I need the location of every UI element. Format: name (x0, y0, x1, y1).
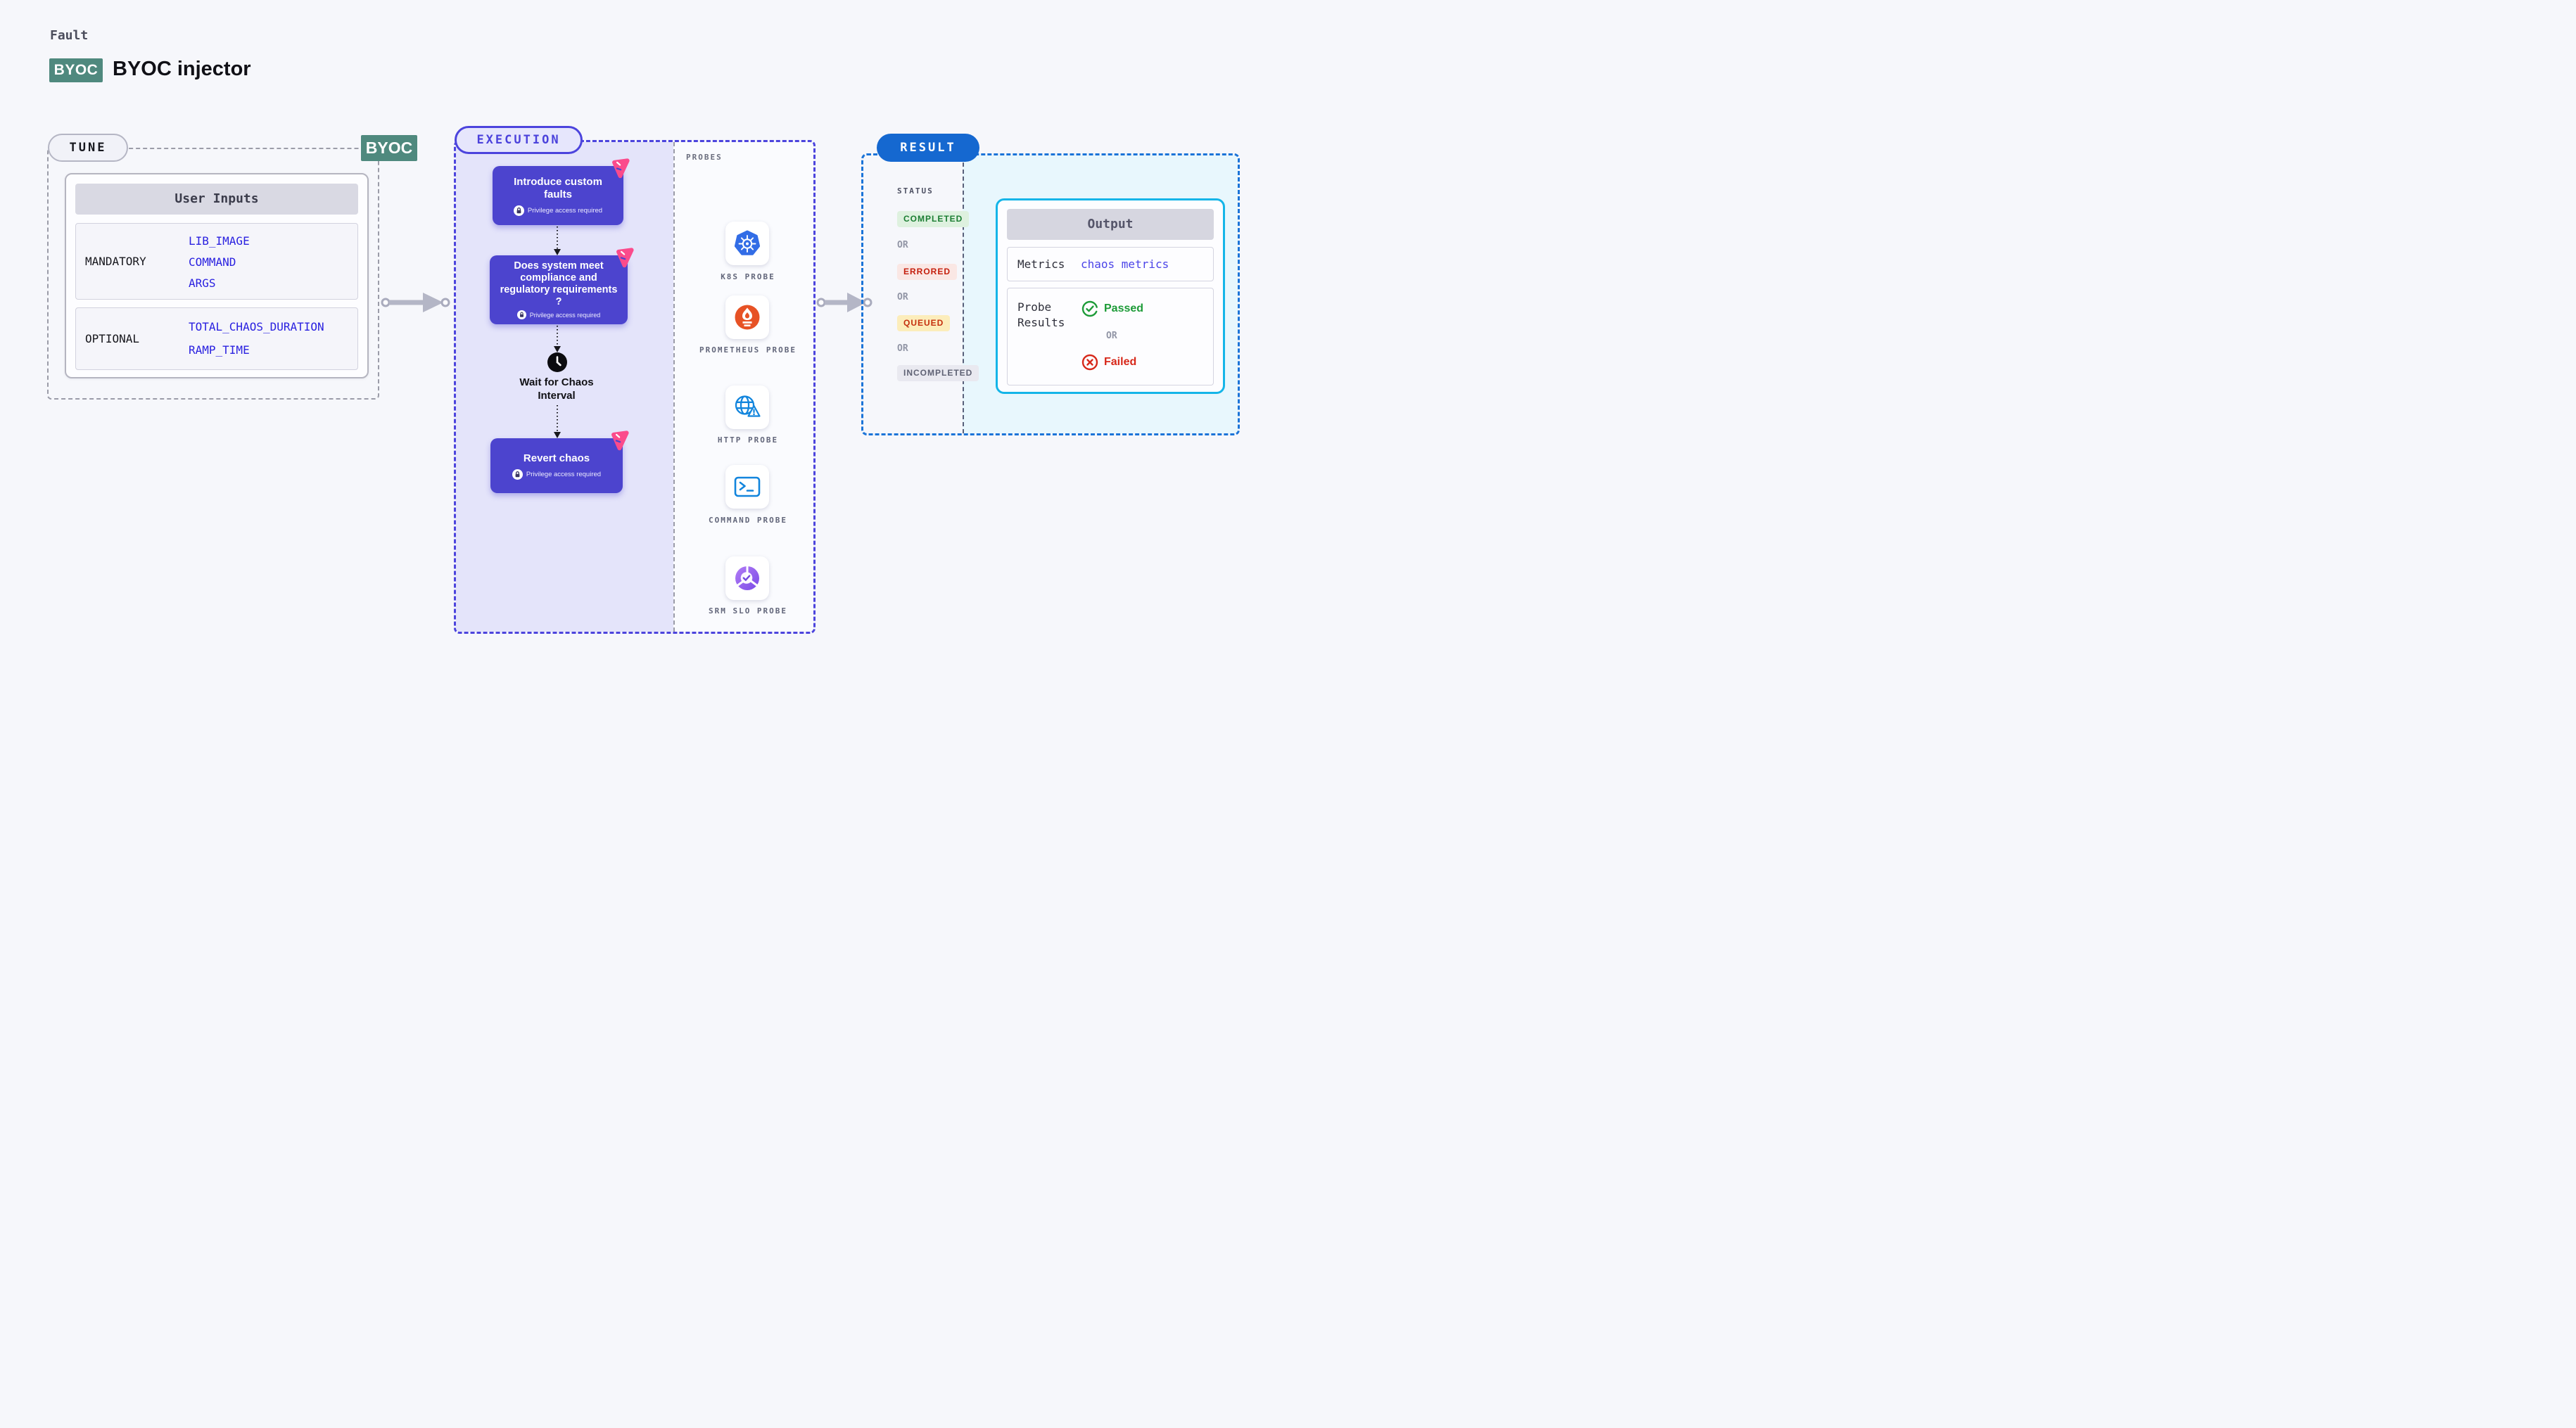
node-title: Does system meet compliance and regulato… (500, 260, 618, 307)
user-inputs-card: User Inputs MANDATORY LIB_IMAGE COMMAND … (65, 173, 369, 378)
tune-pill: TUNE (48, 134, 128, 162)
byoc-title-badge: BYOC (49, 58, 103, 82)
probe-results-label: Probe Results (1017, 300, 1065, 329)
privilege-note: Privilege access required (527, 206, 603, 215)
env-var-value: RAMP_TIME (189, 343, 250, 357)
node-title: Revert chaos (523, 452, 590, 464)
byoc-injector-diagram: Fault BYOC BYOC injector TUNE BYOC User … (0, 0, 1288, 714)
metrics-row: Metrics chaos metrics (1007, 247, 1214, 281)
execution-pill: EXECUTION (455, 126, 583, 154)
metrics-label: Metrics (1017, 257, 1065, 271)
lock-icon (513, 205, 524, 216)
kubernetes-icon (734, 230, 761, 255)
terminal-icon (734, 476, 761, 497)
metrics-value: chaos metrics (1081, 257, 1169, 271)
tune-section (47, 148, 379, 400)
execution-section: Introduce custom faults Privilege access… (454, 140, 816, 634)
result-pill: RESULT (877, 134, 979, 162)
prometheus-icon (735, 305, 760, 330)
result-section: STATUS COMPLETED OR ERRORED OR QUEUED OR… (861, 153, 1240, 435)
output-header: Output (1007, 209, 1214, 240)
probe-results-row: Probe Results Passed OR Failed (1007, 288, 1214, 385)
output-card: Output Metrics chaos metrics Probe Resul… (996, 198, 1225, 394)
failed-label: Failed (1104, 356, 1137, 368)
page-title: BYOC injector (113, 58, 251, 80)
litmus-chaos-icon (612, 158, 630, 179)
privilege-row: Privilege access required (513, 205, 603, 216)
env-var-value: COMMAND (189, 255, 236, 269)
env-var-value: LIB_IMAGE (189, 234, 250, 248)
node-introduce-custom-faults: Introduce custom faults Privilege access… (493, 158, 630, 225)
status-badge-queued: QUEUED (897, 315, 951, 331)
lock-icon (512, 468, 523, 480)
slo-donut-icon (735, 566, 759, 590)
optional-label: OPTIONAL (85, 332, 140, 345)
privilege-note: Privilege access required (529, 311, 601, 319)
litmus-chaos-icon (616, 248, 634, 268)
probe-card-command (725, 465, 769, 509)
dotted-arrow-icon (554, 227, 561, 255)
node-revert-chaos: Revert chaos Privilege access required (490, 431, 629, 493)
env-var-value: TOTAL_CHAOS_DURATION (189, 320, 324, 334)
probe-card-k8s (725, 222, 769, 265)
mandatory-values: LIB_IMAGE COMMAND ARGS (189, 224, 357, 299)
probe-card-prometheus (725, 295, 769, 339)
status-title: STATUS (897, 186, 934, 196)
probe-card-srm-slo (725, 556, 769, 600)
check-circle-icon (1081, 300, 1098, 317)
status-separator (963, 155, 964, 433)
optional-values: TOTAL_CHAOS_DURATION RAMP_TIME (189, 308, 357, 369)
failed-row: Failed (1081, 354, 1136, 371)
or-label: OR (897, 240, 908, 250)
probes-separator (673, 142, 675, 632)
privilege-row: Privilege access required (512, 468, 602, 480)
env-var-value: ARGS (189, 276, 216, 290)
status-badge-completed: COMPLETED (897, 211, 970, 227)
or-label: OR (897, 343, 908, 354)
http-globe-icon (735, 395, 761, 417)
passed-label: Passed (1104, 302, 1144, 314)
clock-icon (547, 352, 567, 372)
optional-row: OPTIONAL TOTAL_CHAOS_DURATION RAMP_TIME (75, 307, 358, 370)
probe-label: HTTP PROBE (717, 435, 779, 445)
node-title: Introduce custom faults (514, 175, 602, 200)
privilege-row: Privilege access required (516, 310, 601, 319)
user-inputs-header: User Inputs (75, 184, 358, 215)
byoc-corner-badge: BYOC (361, 135, 417, 161)
mandatory-row: MANDATORY LIB_IMAGE COMMAND ARGS (75, 223, 358, 300)
status-badge-errored: ERRORED (897, 264, 958, 280)
or-label: OR (1106, 331, 1117, 341)
or-label: OR (897, 292, 908, 302)
passed-row: Passed (1081, 300, 1143, 317)
flow-arrow-icon (381, 293, 450, 312)
fault-category-label: Fault (50, 28, 89, 43)
lock-icon (516, 310, 526, 319)
privilege-note: Privilege access required (526, 470, 602, 478)
x-circle-icon (1081, 354, 1098, 371)
litmus-chaos-icon (611, 431, 629, 451)
node-compliance-check: Does system meet compliance and regulato… (490, 248, 634, 324)
probe-label: K8S PROBE (721, 272, 775, 281)
probe-card-http (725, 385, 769, 429)
wait-step-label: Wait for Chaos Interval (519, 376, 594, 402)
probe-label: PROMETHEUS PROBE (699, 345, 797, 355)
dotted-arrow-icon (554, 326, 561, 352)
probes-title: PROBES (686, 153, 723, 162)
status-badge-incompleted: INCOMPLETED (897, 365, 979, 381)
dotted-arrow-icon (554, 405, 561, 438)
flow-arrow-icon (816, 293, 873, 312)
mandatory-label: MANDATORY (85, 255, 146, 268)
probe-label: COMMAND PROBE (708, 516, 788, 525)
probe-label: SRM SLO PROBE (708, 606, 788, 616)
